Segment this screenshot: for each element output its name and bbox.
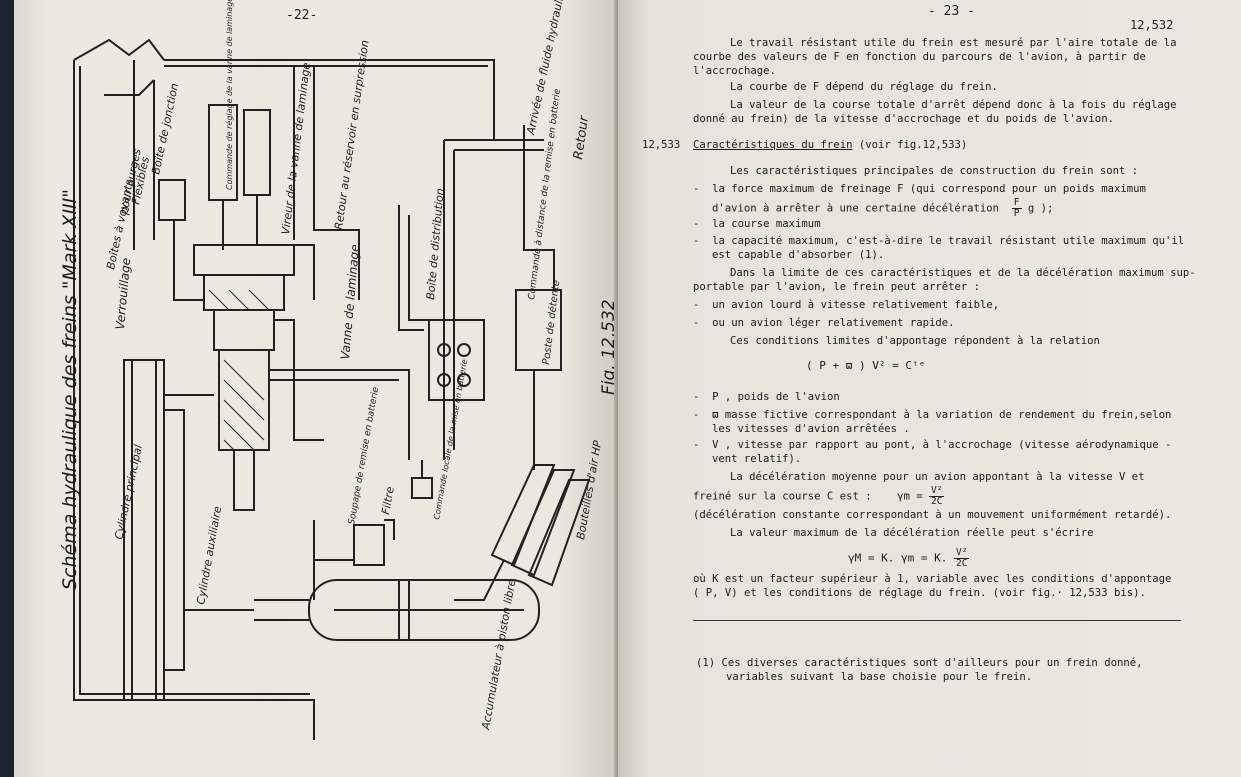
right-page-number: - 23 - [928, 4, 975, 19]
definition-item-cont: les vitesses d'avion arrêtées . [712, 423, 910, 435]
label-vireur: Vireur de la vanne de laminage [279, 62, 313, 236]
figure-label: Fig. 12,532 [599, 299, 618, 395]
definition-item: - ϖ masse fictive correspondant à la var… [693, 409, 1172, 421]
label-filtre: Filtre [379, 485, 397, 515]
intro-line: Les caractéristiques principales de cons… [730, 165, 1139, 177]
section-heading: Caractéristiques du frein (voir fig.12,5… [693, 140, 967, 151]
section-title-ref: (voir fig.12,533) [858, 139, 968, 151]
label-cylindre-auxiliaire: Cylindre auxiliaire [194, 505, 224, 605]
definition-item-cont: vent relatif). [712, 453, 802, 465]
label-retour: Retour [571, 114, 592, 161]
label-verrouillage: Verrouillage [113, 257, 133, 330]
bullet-item: - la capacité maximum, c'est-à-dire le t… [693, 235, 1185, 247]
diagram-title: Schéma hydraulique des freins "Mark XIII… [59, 189, 81, 590]
bullet-item: - la force maximum de freinage F (qui co… [693, 183, 1146, 195]
text-line: La décélération moyenne pour un avion ap… [730, 471, 1145, 483]
gamma-m-lhs: γm = [897, 490, 923, 503]
label-vanne-laminage: Vanne de laminage [338, 244, 362, 360]
bullet-item-cont: est capable d'absorber (1). [712, 249, 885, 261]
text-line: donné au frein) de la vitesse d'accrocha… [693, 113, 1114, 125]
text-line: La valeur maximum de la décélération rée… [730, 527, 1094, 539]
case-item: - ou un avion léger relativement rapide. [693, 317, 955, 329]
label-accumulateur: Accumulateur à piston libre [479, 578, 518, 731]
left-page-number: -22- [286, 8, 318, 23]
section-ref: 12,532 [1130, 18, 1174, 32]
footnote-line: (1) Ces diverses caractéristiques sont d… [696, 657, 1143, 669]
text-line: (décélération constante correspondant à … [693, 509, 1172, 521]
label-arrivee-fluide: Arrivée de fluide hydraulique [524, 0, 570, 137]
text-line: ( P, V) et les conditions de réglage du … [693, 587, 1146, 599]
left-page: -22- [14, 0, 618, 777]
text-line: portable par l'avion, le frein peut arrê… [693, 281, 981, 293]
text-line: courbe des valeurs de F en fonction du p… [693, 51, 1146, 63]
case-item: - un avion lourd à vitesse relativement … [693, 299, 1000, 311]
hydraulic-diagram: Schéma hydraulique des freins "Mark XIII… [59, 0, 618, 740]
right-page: - 23 - 12,532 Le travail résistant utile… [618, 0, 1241, 777]
text-line: Ces conditions limites d'appontage répon… [730, 335, 1100, 347]
section-number: 12,533 [642, 139, 681, 151]
footnote-divider [693, 620, 1181, 621]
text-line: Dans la limite de ces caractéristiques e… [730, 267, 1196, 279]
text-line: où K est un facteur supérieur à 1, varia… [693, 573, 1172, 585]
text-line: l'accrochage. [693, 65, 776, 77]
footnote-line: variables suivant la base choisie pour l… [726, 671, 1033, 683]
bullet-item: - la course maximum [693, 218, 821, 230]
section-title: Caractéristiques du frein [693, 139, 853, 151]
label-commande-reglage: Commande de réglage de la vanne de lamin… [224, 0, 234, 190]
definition-item: - V , vitesse par rapport au pont, à l'a… [693, 439, 1172, 451]
relation-equation: ( P + ϖ ) V² = Cᵗᵉ [806, 359, 926, 372]
label-poste-detente: Poste de détente [540, 279, 562, 365]
label-retour-reservoir: Retour au réservoir en surpression [332, 39, 371, 230]
label-cylindre-principal: Cylindre principal [112, 444, 145, 541]
bullet-item-cont: d'avion à arrêter à une certaine décélér… [712, 197, 1054, 219]
text-line: La valeur de la course totale d'arrêt dé… [730, 99, 1177, 111]
definition-item: - P , poids de l'avion [693, 391, 840, 403]
text-line: La courbe de F dépend du réglage du frei… [730, 81, 998, 93]
text-line: Le travail résistant utile du frein est … [730, 37, 1177, 49]
label-soupape: Soupape de remise en batterie [347, 386, 381, 526]
label-bouteilles-air: Bouteilles d'air HP [574, 439, 604, 540]
